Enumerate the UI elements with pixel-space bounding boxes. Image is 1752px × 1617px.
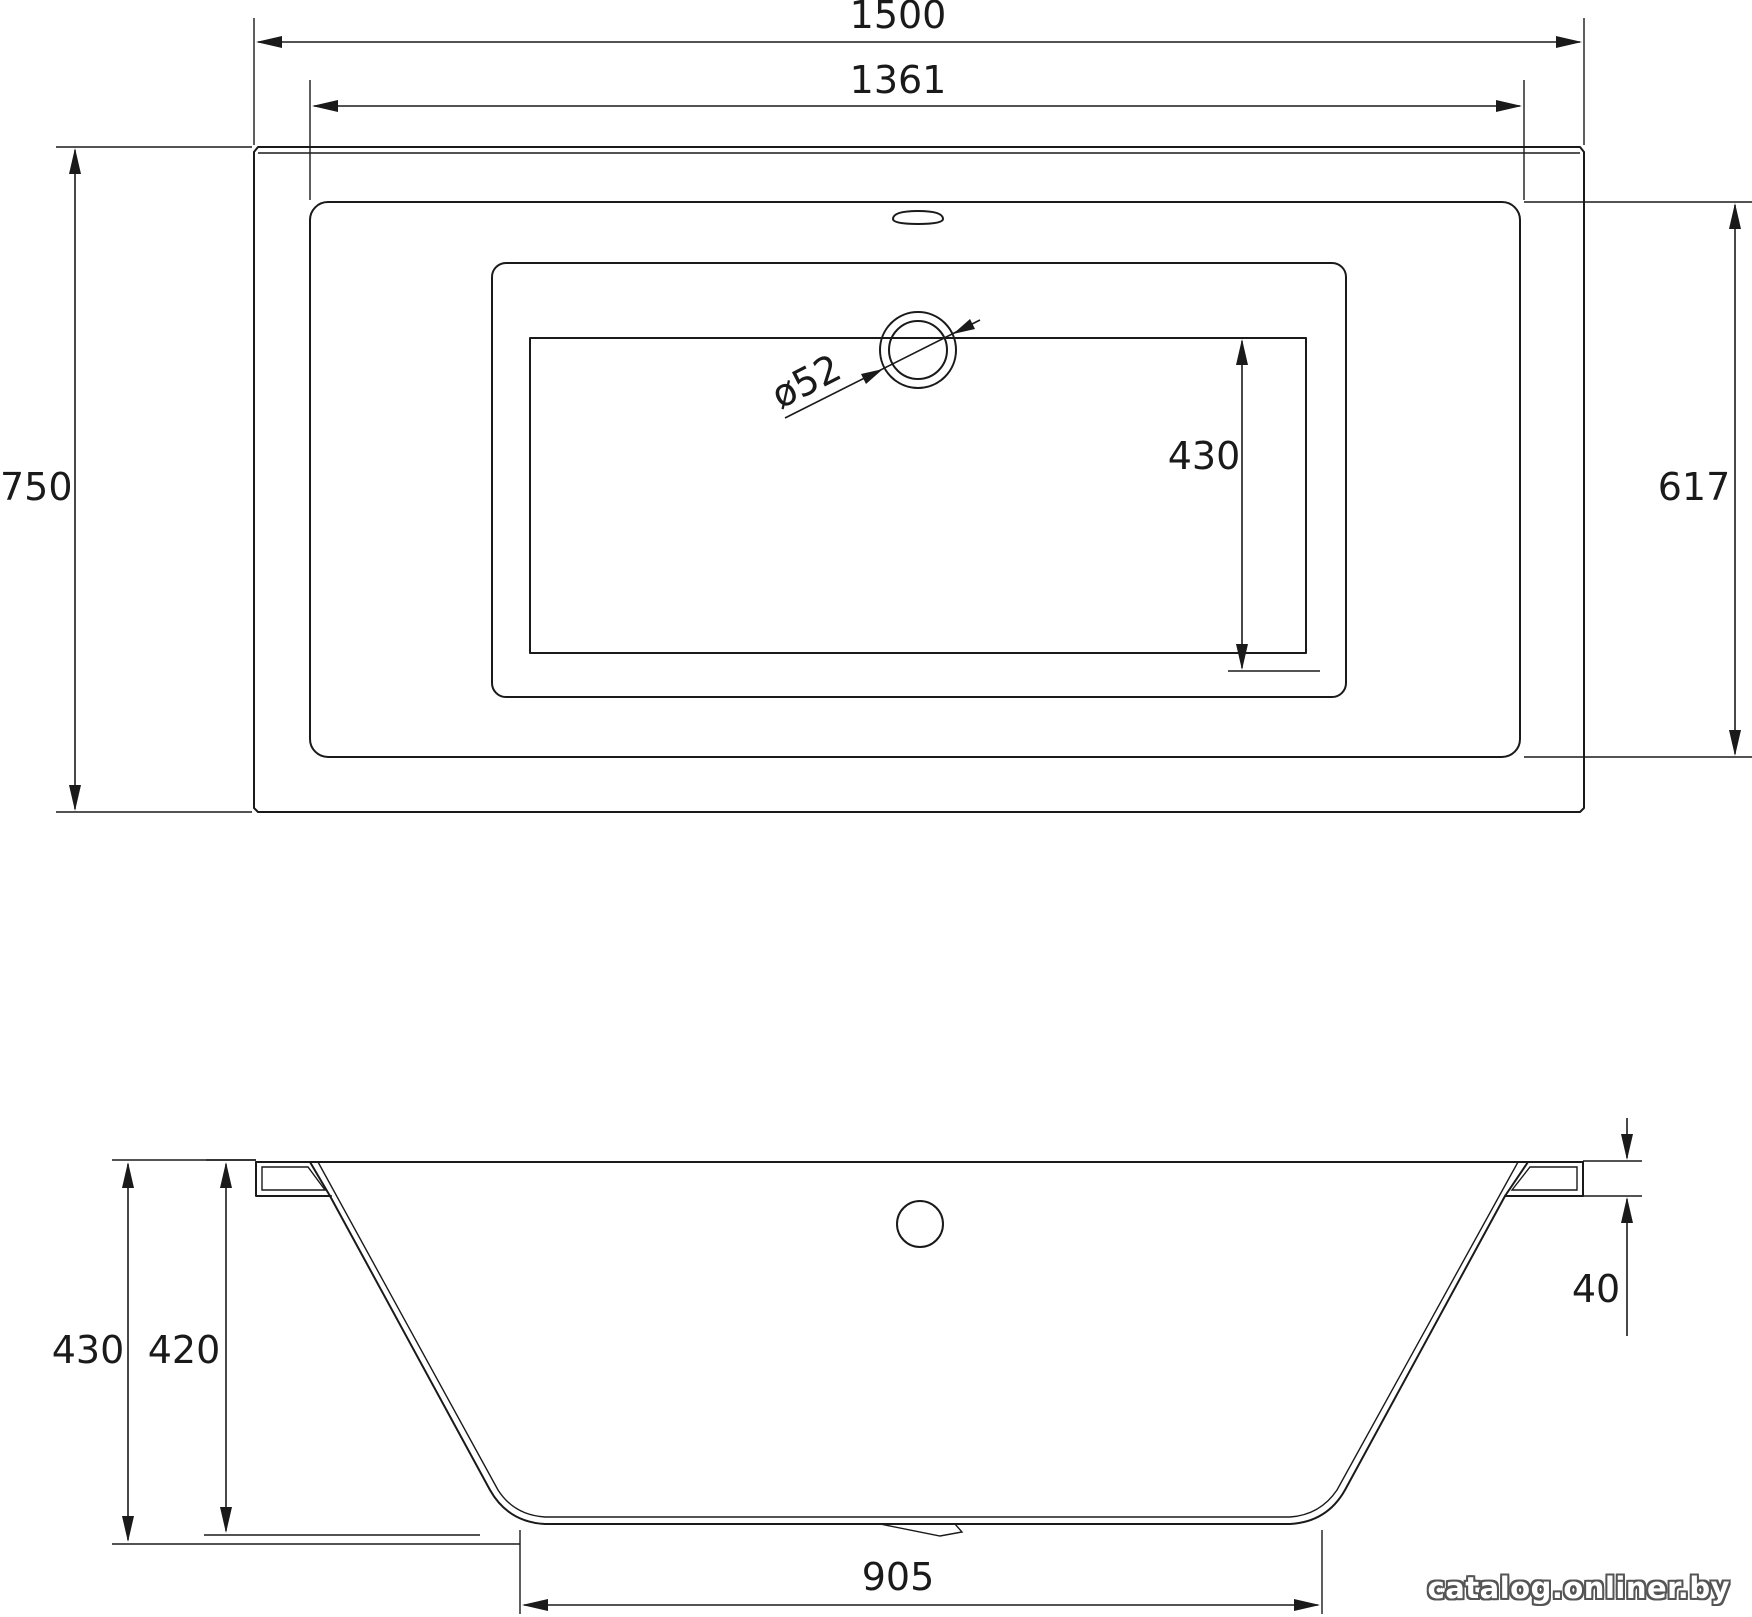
top-view-floor [529, 337, 1307, 654]
label-inner-width: 617 [1658, 465, 1731, 509]
side-view-left-lip [255, 1161, 332, 1197]
label-overall-width: 750 [0, 465, 73, 509]
drain-outer [879, 311, 957, 389]
dim-bottom-length: 905 [519, 1530, 1323, 1614]
label-total-height: 430 [52, 1328, 125, 1372]
side-view [255, 1161, 1584, 1537]
side-view-tub-body [309, 1161, 1529, 1525]
dim-inner-depth: 420 [148, 1159, 480, 1536]
dim-inner-width: 617 [1524, 201, 1752, 758]
dim-total-height: 430 [52, 1159, 520, 1545]
drain-inner [888, 320, 948, 380]
top-view-inner-opening [309, 201, 1521, 758]
top-view-basin [491, 262, 1347, 698]
top-view [253, 146, 1585, 813]
label-inner-depth: 420 [148, 1328, 221, 1372]
label-floor-width: 430 [1168, 434, 1241, 478]
dim-floor-width: 430 [1168, 337, 1320, 672]
side-view-overflow-hole [896, 1200, 944, 1248]
label-inner-length: 1361 [850, 58, 947, 102]
watermark: catalog.onliner.by [1427, 1571, 1730, 1605]
dim-rim-thickness: 40 [1572, 1118, 1642, 1336]
overflow-slot [892, 210, 944, 225]
dim-inner-length: 1361 [309, 58, 1525, 200]
label-rim-thickness: 40 [1572, 1267, 1620, 1311]
dim-drain-diameter: ø52 [764, 319, 981, 419]
label-overall-length: 1500 [850, 0, 947, 37]
label-bottom-length: 905 [862, 1555, 935, 1599]
dim-overall-width: 750 [0, 146, 252, 813]
top-view-outer-rim [253, 146, 1585, 813]
dim-overall-length: 1500 [253, 0, 1585, 145]
